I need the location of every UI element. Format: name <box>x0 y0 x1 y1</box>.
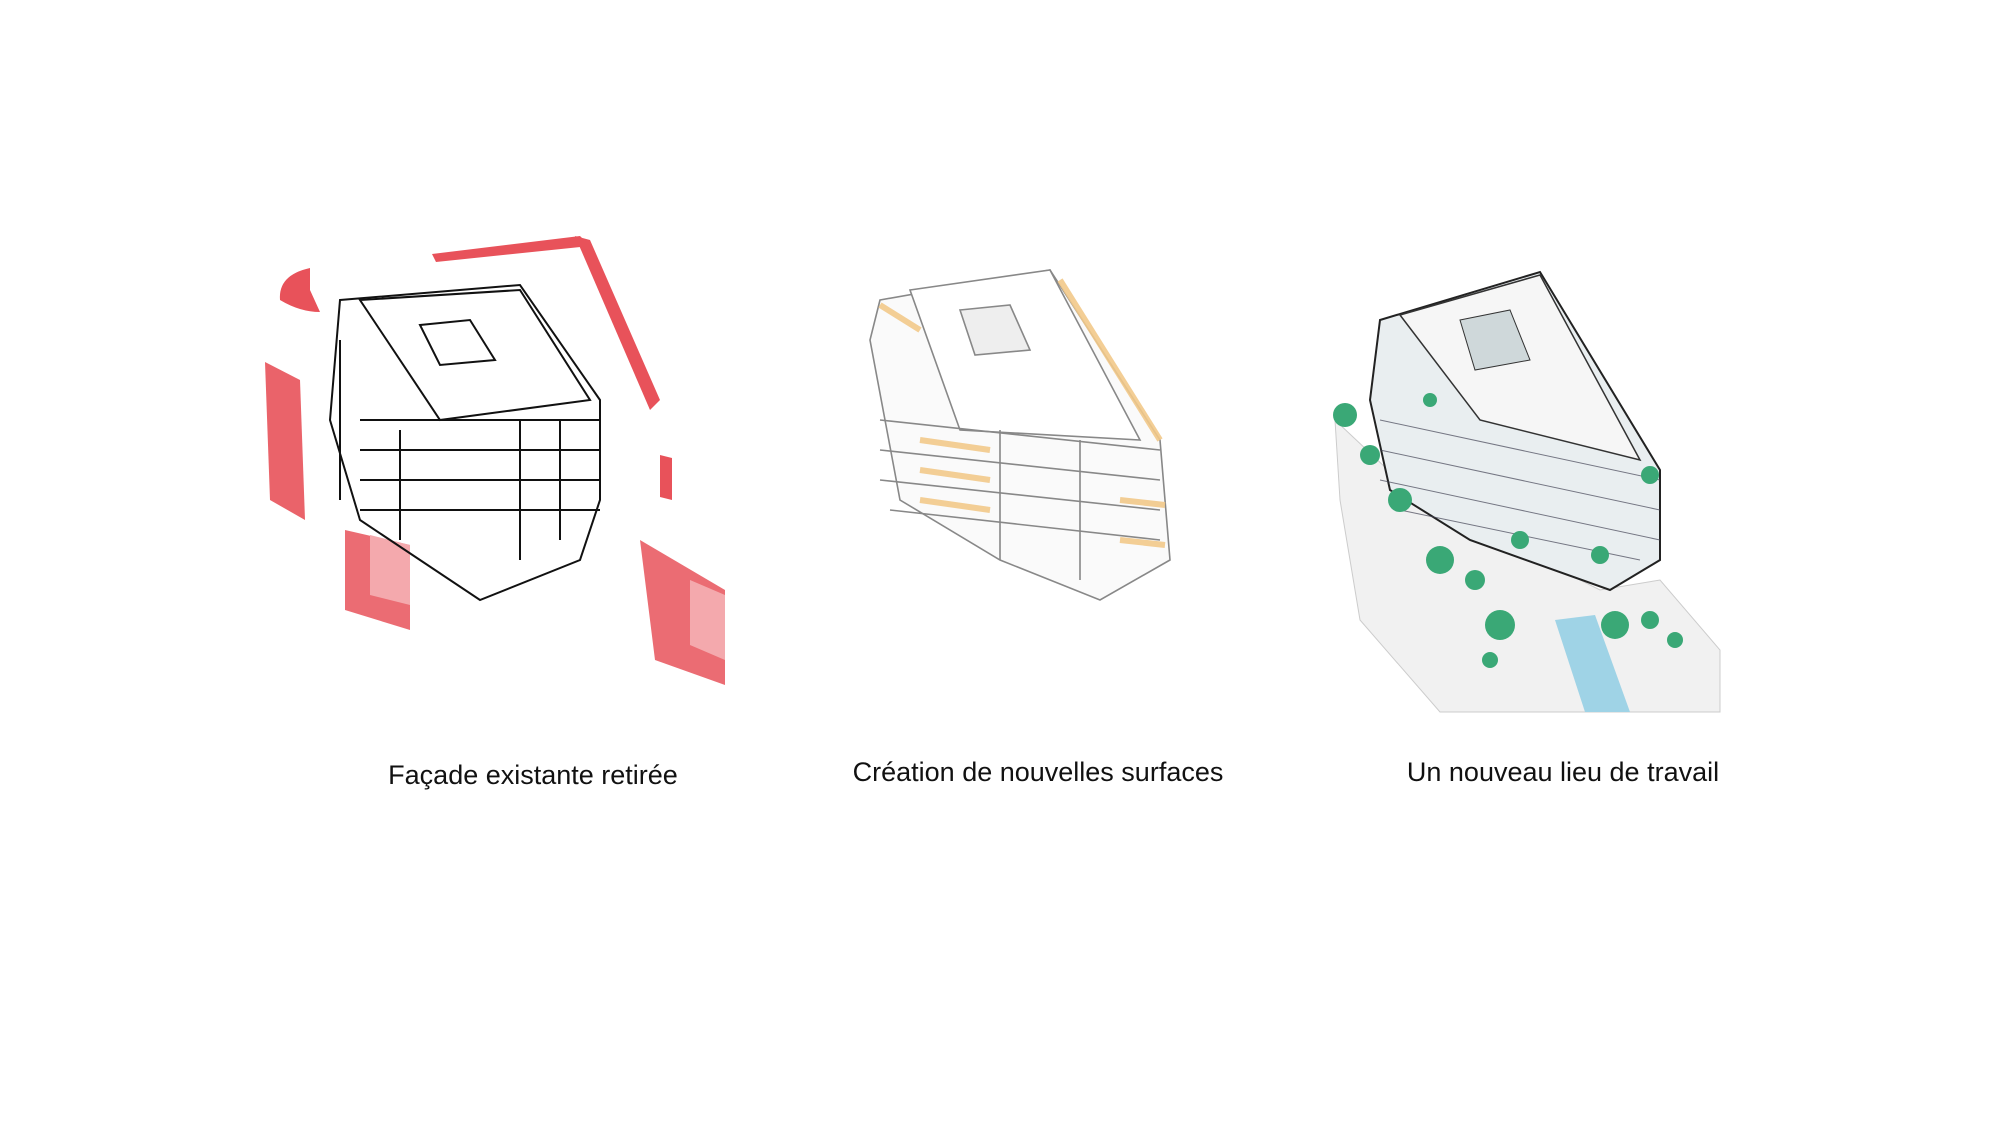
caption-new-workplace: Un nouveau lieu de travail <box>1406 757 1720 787</box>
caption-new-surfaces: Création de nouvelles surfaces <box>852 757 1224 787</box>
caption-facade-removed: Façade existante retirée <box>388 760 678 790</box>
